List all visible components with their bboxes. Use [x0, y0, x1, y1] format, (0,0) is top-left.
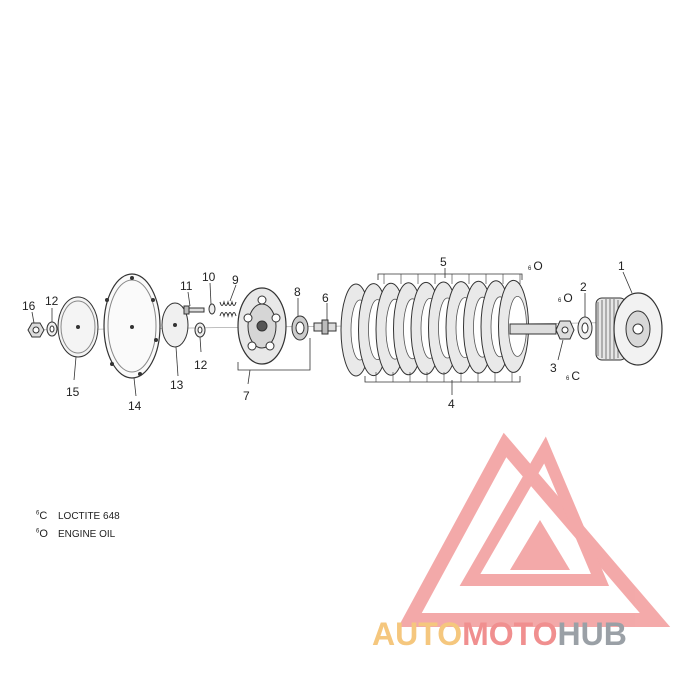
legend-oil-text: ENGINE OIL [58, 528, 116, 540]
callout-2: 2 [580, 280, 587, 294]
callout-5: 5 [440, 255, 447, 269]
part-12-washer-left [46, 321, 58, 337]
callout-9: 9 [232, 273, 239, 287]
callout-14: 14 [128, 399, 142, 413]
brand-moto: MOTO [462, 616, 558, 652]
part-7-pressure-plate [237, 287, 287, 365]
brand-auto: AUTO [372, 616, 463, 652]
part-9-spring [219, 300, 237, 318]
part-15-cover-disc [57, 296, 99, 358]
legend-loctite-symbol: 6C [36, 510, 48, 522]
legend-loctite: 6C LOCTITE 648 [36, 510, 120, 522]
part-10-washer [208, 303, 216, 315]
part-13-plate [161, 302, 189, 348]
brand-hub: HUB [557, 616, 627, 652]
clutch-shaft [509, 323, 557, 335]
bracket-bottom [364, 376, 521, 383]
watermark-brand-text: AUTOMOTOHUB [372, 616, 627, 653]
callout-1: 1 [618, 259, 625, 273]
part-11-bolt [183, 305, 205, 315]
part-2-washer [577, 316, 593, 340]
callout-3: 3 [550, 361, 557, 375]
legend-engine-oil: 6O ENGINE OIL [36, 528, 115, 540]
callout-8: 8 [294, 285, 301, 299]
part-8-bearing [291, 315, 309, 341]
callout-13: 13 [170, 378, 184, 392]
leader-lines [31, 268, 633, 397]
callout-4: 4 [448, 397, 455, 411]
part-1-clutch-hub [595, 292, 663, 366]
bracket-top [377, 273, 523, 280]
part-16-nut [27, 322, 45, 338]
watermark-logo [398, 432, 671, 627]
callout-15: 15 [66, 385, 80, 399]
callout-6: 6 [322, 291, 329, 305]
legend-oil-symbol: 6O [36, 528, 48, 540]
callout-12-right: 12 [194, 358, 208, 372]
callout-7: 7 [243, 389, 250, 403]
part-14-gasket [103, 273, 161, 379]
callout-10: 10 [202, 270, 216, 284]
callout-11: 11 [180, 279, 193, 293]
callout-16: 16 [22, 299, 36, 313]
legend-loctite-text: LOCTITE 648 [58, 510, 120, 522]
part-3-nut [555, 320, 575, 340]
callout-12-left: 12 [45, 294, 59, 308]
part-6-push-rod [313, 319, 337, 335]
clutch-plate-stack [340, 273, 557, 383]
part-12-washer-right [194, 322, 206, 338]
